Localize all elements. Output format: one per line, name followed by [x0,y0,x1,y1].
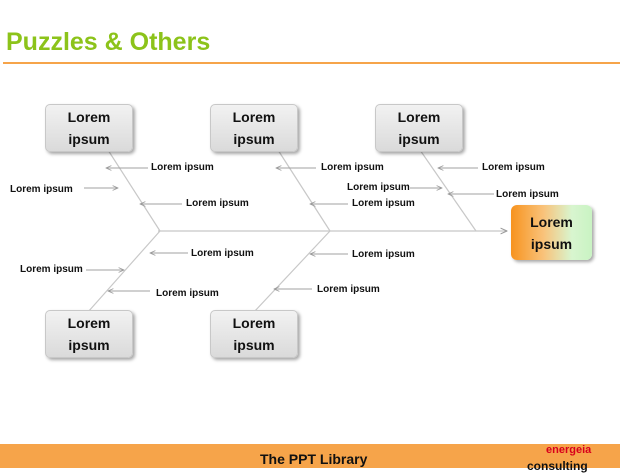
cause-label: Lorem ipsum [191,248,254,259]
cause-label: Lorem ipsum [496,189,559,200]
cause-label: Lorem ipsum [352,198,415,209]
brand-logo-bottom: consulting [527,459,588,473]
cause-label: Lorem ipsum [482,162,545,173]
title-divider [3,62,620,64]
footer-title: The PPT Library [260,451,368,467]
brand-logo-top: energeia [546,444,592,456]
category-label: ipsum [68,337,110,353]
bone-upper-2 [277,149,331,232]
effect-label: Lorem [530,213,573,230]
category-box-top-3: Lorem ipsum [375,104,463,152]
cause-label: Lorem ipsum [156,288,219,299]
category-label: Lorem [232,109,276,125]
bone-lower-2 [253,230,331,313]
effect-box: Lorem ipsum [511,205,592,260]
category-label: ipsum [233,131,275,147]
bone-lower-1 [87,230,161,313]
category-label: Lorem [397,109,441,125]
cause-label: Lorem ipsum [347,182,410,193]
bone-upper-1 [107,149,161,232]
category-label: ipsum [68,131,110,147]
category-box-top-1: Lorem ipsum [45,104,133,152]
bone-upper-3 [419,149,477,232]
cause-label: Lorem ipsum [20,264,83,275]
cause-label: Lorem ipsum [151,162,214,173]
category-box-top-2: Lorem ipsum [210,104,298,152]
category-label: Lorem [67,109,111,125]
category-label: Lorem [67,315,111,331]
cause-label: Lorem ipsum [10,184,73,195]
category-label: ipsum [233,337,275,353]
category-box-bottom-2: Lorem ipsum [210,310,298,358]
cause-label: Lorem ipsum [352,249,415,260]
category-box-bottom-1: Lorem ipsum [45,310,133,358]
cause-label: Lorem ipsum [317,284,380,295]
page-title: Puzzles & Others [6,28,211,56]
category-label: Lorem [232,315,276,331]
cause-label: Lorem ipsum [186,198,249,209]
cause-label: Lorem ipsum [321,162,384,173]
effect-label: ipsum [530,235,573,252]
footer-bar [0,444,620,468]
category-label: ipsum [398,131,440,147]
